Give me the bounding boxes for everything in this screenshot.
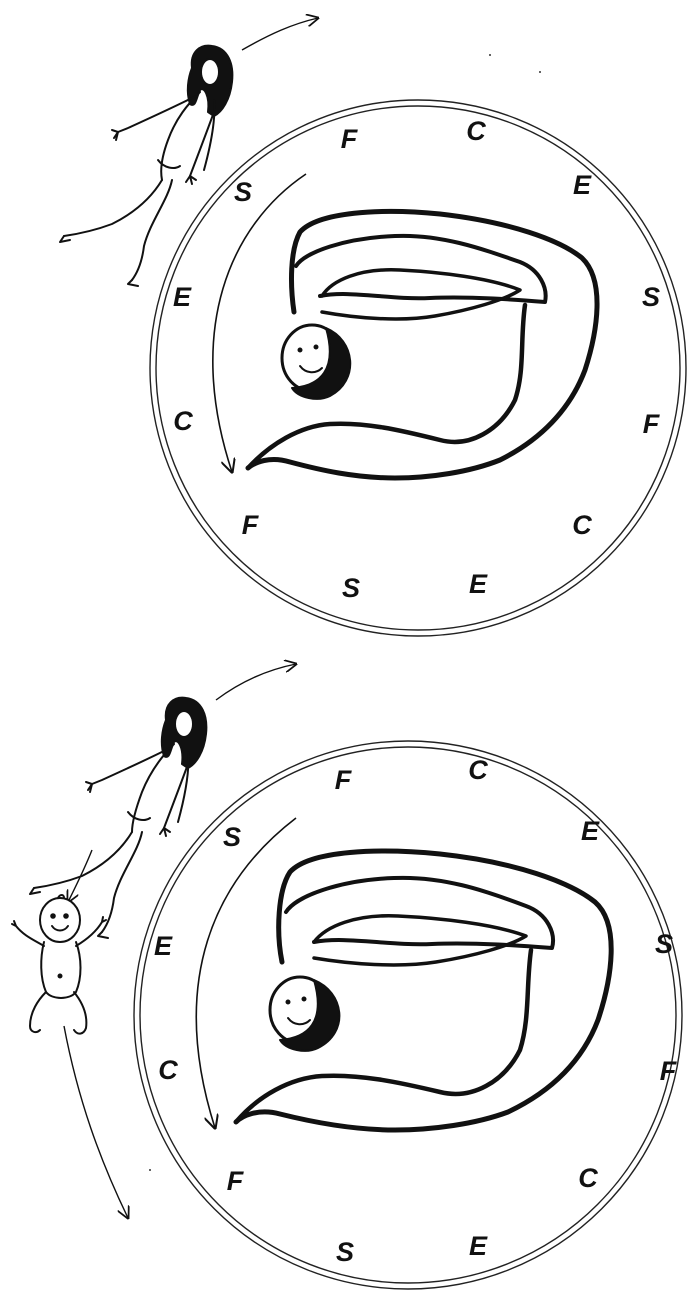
arrow-icon xyxy=(213,174,306,472)
ring-letter: E xyxy=(573,170,592,200)
ring-letter: E xyxy=(581,816,600,846)
outer-ring xyxy=(150,100,686,636)
ring-letter: C xyxy=(578,1163,598,1193)
ring-letter: F xyxy=(242,510,260,540)
ring-letter: E xyxy=(154,931,173,961)
baby-figure-icon xyxy=(12,895,106,1034)
ring-letter: S xyxy=(642,282,660,312)
ring-letter: S xyxy=(342,573,360,603)
curled-embryo-figure-icon xyxy=(248,211,597,478)
ring-letter: F xyxy=(660,1056,678,1086)
ring-letter: F xyxy=(341,124,359,154)
ring-letter: E xyxy=(173,282,192,312)
ring-letter: C xyxy=(468,755,488,785)
cycle-panel-bottom: F C E S F C E S F C E S xyxy=(0,640,694,1291)
arrow-icon xyxy=(64,1026,128,1218)
ring-letter: C xyxy=(158,1055,178,1085)
ring-letter: S xyxy=(655,929,673,959)
ring-letter: F xyxy=(227,1166,245,1196)
woman-figure-icon xyxy=(60,46,232,286)
ring-letter: S xyxy=(336,1237,354,1267)
ring-letter: C xyxy=(466,116,486,146)
ring-letter: C xyxy=(572,510,592,540)
ring-letter: E xyxy=(469,1231,488,1261)
ring-letter: F xyxy=(643,409,661,439)
arrow-icon xyxy=(196,818,296,1128)
cycle-diagram-bottom: F C E S F C E S F C E S xyxy=(0,640,694,1291)
arrow-icon xyxy=(216,664,296,700)
arrow-icon xyxy=(242,18,318,50)
ring-letter: F xyxy=(335,765,353,795)
ring-letter: S xyxy=(223,822,241,852)
ring-letter: S xyxy=(234,177,252,207)
ring-letter: C xyxy=(173,406,193,436)
cycle-panel-top: F C E S F C E S F C E S xyxy=(0,0,694,640)
ring-letter: E xyxy=(469,569,488,599)
cycle-diagram-top: F C E S F C E S F C E S xyxy=(0,0,694,640)
curled-embryo-figure-icon xyxy=(236,851,611,1130)
